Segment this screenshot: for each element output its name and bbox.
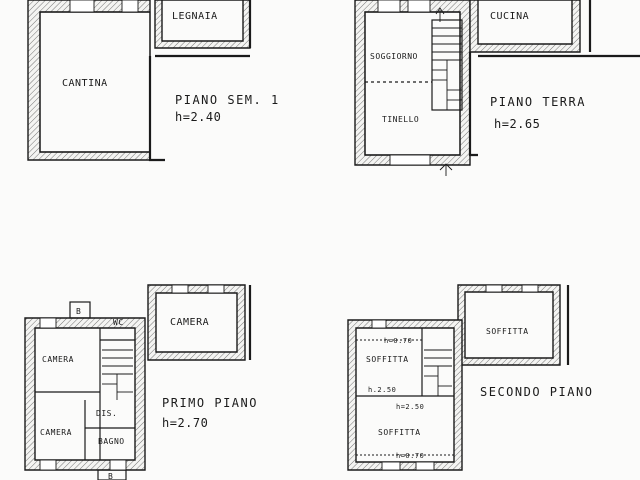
first-main-walls: [24, 317, 146, 471]
balcony-top: [69, 301, 91, 319]
plan-first-floor: [24, 284, 252, 480]
room-label-camera-bottom: CAMERA: [40, 428, 72, 437]
entrance-arrow-icon: [439, 163, 453, 176]
room-label-b-bottom: B: [108, 472, 113, 480]
room-label-bagno: BAGNO: [98, 437, 125, 446]
room-label-soffitta-mid: SOFFITTA: [366, 355, 409, 364]
soffitta-top-walls: [457, 284, 561, 366]
room-label-camera-left: CAMERA: [42, 355, 74, 364]
camera-top-window-2: [207, 284, 225, 294]
soggiorno-window-1: [377, 0, 401, 13]
cantina-window-2: [121, 0, 139, 13]
floor-title-semi-basement: PIANO SEM. 1: [175, 93, 280, 107]
soffitta-top-window-1: [485, 284, 503, 293]
bagno-window: [109, 459, 127, 471]
floor-height-semi-basement: h=2.40: [175, 110, 221, 124]
floor-height-first: h=2.70: [162, 416, 208, 430]
plan-ground-floor: [354, 0, 640, 176]
ground-staircase: [431, 7, 463, 111]
room-label-cucina: CUCINA: [490, 11, 529, 22]
room-label-soffitta-bottom: SOFFITTA: [378, 428, 421, 437]
soffitta-bottom-window-2: [415, 461, 435, 471]
ground-right-wall: [468, 52, 478, 157]
room-label-cantina: CANTINA: [62, 78, 108, 89]
floor-title-second: SECONDO PIANO: [480, 385, 593, 399]
floor-title-first: PRIMO PIANO: [162, 396, 258, 410]
tinello-window: [389, 154, 431, 166]
plan-second-floor: [347, 284, 570, 471]
soffitta-top-window-2: [521, 284, 539, 293]
room-label-soggiorno: SOGGIORNO: [370, 52, 418, 61]
soggiorno-room: [364, 11, 461, 156]
camera-top-window-1: [171, 284, 189, 294]
second-staircase: [424, 349, 452, 396]
height-label-250-b: h=2.50: [396, 403, 424, 411]
cantina-window: [69, 0, 95, 13]
camera-bottom-window: [39, 459, 57, 471]
camera-left-window: [39, 317, 57, 329]
height-label-250-a: h.2.50: [368, 386, 396, 394]
plan-semi-basement: [27, 0, 252, 162]
floor-height-ground: h=2.65: [494, 117, 540, 131]
soffitta-mid-window: [371, 319, 387, 329]
height-label-070-top: h=0.70: [384, 337, 412, 345]
cantina-right-wall: [148, 56, 165, 162]
floor-title-ground: PIANO TERRA: [490, 95, 586, 109]
second-main-walls: [347, 319, 463, 471]
room-label-dis: DIS.: [96, 409, 117, 418]
room-label-b-top: B: [76, 307, 81, 316]
height-label-070-bottom: h=0.70: [396, 452, 424, 460]
first-staircase: [102, 349, 133, 400]
cucina-walls: [469, 0, 581, 53]
soffitta-bottom-window-1: [381, 461, 401, 471]
room-label-wc: WC: [113, 318, 124, 327]
legnaia-walls: [154, 0, 251, 49]
soggiorno-window-2: [407, 0, 431, 13]
room-label-camera-top: CAMERA: [170, 317, 209, 328]
room-label-legnaia: LEGNAIA: [172, 11, 218, 22]
room-label-soffitta-top: SOFFITTA: [486, 327, 529, 336]
room-label-tinello: TINELLO: [382, 115, 419, 124]
